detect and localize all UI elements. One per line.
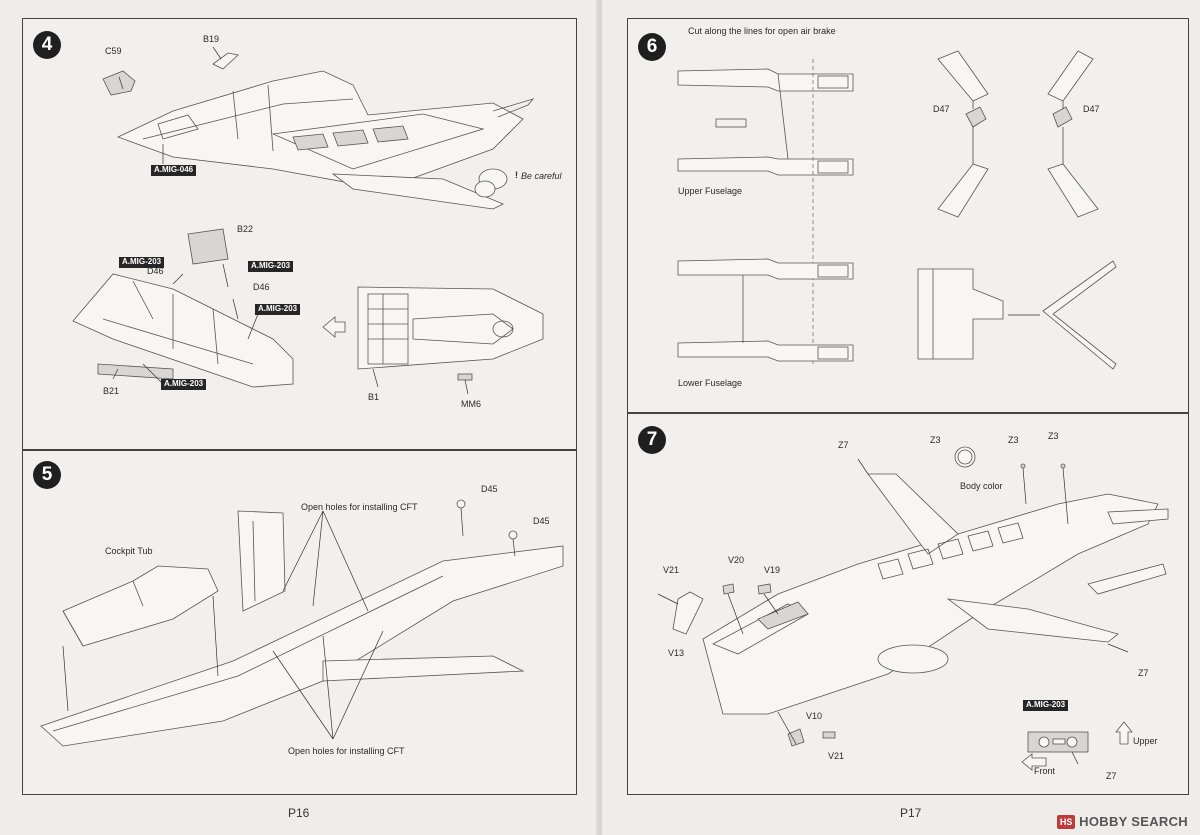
part-label-d46-b: D46: [253, 282, 270, 292]
paint-tag-mig-203-a: A.MIG-203: [119, 257, 165, 268]
hobby-search-watermark: HS HOBBY SEARCH: [1057, 814, 1188, 829]
paint-tag-mig-203-d: A.MIG-203: [161, 379, 207, 390]
paint-tag-mig-203: A.MIG-203: [1023, 700, 1069, 711]
paint-tag-mig-046: A.MIG-046: [151, 165, 197, 176]
step-4-panel: 4: [22, 18, 577, 450]
step-5-fuselage-drawing: [40, 499, 564, 747]
right-page: 6 Cut along the lines for open air brake: [602, 0, 1200, 835]
paint-tag-mig-203-c: A.MIG-203: [255, 304, 301, 315]
part-label-z7-b: Z7: [1138, 668, 1149, 678]
left-page: 4: [0, 0, 598, 835]
open-holes-label-bottom: Open holes for installing CFT: [288, 746, 405, 756]
part-label-b1: B1: [368, 392, 380, 402]
step-5-badge: 5: [33, 461, 61, 489]
part-label-mm6: MM6: [461, 399, 481, 409]
step-6-badge: 6: [638, 33, 666, 61]
front-direction-label: Front: [1034, 766, 1056, 776]
part-label-d45-a: D45: [481, 484, 498, 494]
part-label-d47-a: D47: [933, 104, 950, 114]
step-7-aircraft-drawing: [657, 446, 1169, 771]
part-label-z7-a: Z7: [838, 440, 849, 450]
open-holes-label-top: Open holes for installing CFT: [301, 502, 418, 512]
part-label-z7-c: Z7: [1106, 771, 1117, 781]
part-label-v21-b: V21: [828, 751, 845, 761]
page-number-left: P16: [288, 806, 310, 820]
part-label-d46-a: D46: [147, 266, 164, 276]
part-label-v13: V13: [668, 648, 685, 658]
be-careful-note: Be careful: [521, 171, 562, 181]
step-4-badge: 4: [33, 31, 61, 59]
part-label-d45-b: D45: [533, 516, 550, 526]
part-label-b22: B22: [237, 224, 254, 234]
cockpit-tub-label: Cockpit Tub: [105, 546, 153, 556]
step-4-fuselage-drawing: [72, 46, 544, 395]
page-number-right: P17: [900, 806, 922, 820]
part-label-v20: V20: [728, 555, 745, 565]
part-label-v21-a: V21: [663, 565, 680, 575]
part-label-v19: V19: [764, 565, 781, 575]
step-6-panel: 6 Cut along the lines for open air brake: [627, 18, 1189, 413]
body-color-label: Body color: [960, 481, 1003, 491]
upper-fuselage-label: Upper Fuselage: [678, 186, 743, 196]
part-label-z3-b: Z3: [1008, 435, 1019, 445]
part-label-d47-b: D47: [1083, 104, 1100, 114]
lower-fuselage-label: Lower Fuselage: [678, 378, 743, 388]
step-5-panel: 5 Cockpit: [22, 450, 577, 795]
hobby-search-logo: HS: [1057, 814, 1076, 829]
part-label-z3-c: Z3: [1048, 431, 1059, 441]
paint-tag-mig-203-b: A.MIG-203: [248, 261, 294, 272]
part-label-b19: B19: [203, 34, 220, 44]
step-6-instruction: Cut along the lines for open air brake: [688, 26, 836, 36]
step-7-panel: 7: [627, 413, 1189, 795]
part-label-b21: B21: [103, 386, 120, 396]
part-label-v10: V10: [806, 711, 823, 721]
step-6-airbrake-drawing: [677, 50, 1117, 370]
part-label-z3-a: Z3: [930, 435, 941, 445]
hobby-search-text: HOBBY SEARCH: [1079, 814, 1188, 829]
page-gutter: [596, 0, 604, 835]
note-mark: !: [515, 170, 518, 180]
part-label-c59: C59: [105, 46, 122, 56]
upper-direction-label: Upper: [1133, 736, 1158, 746]
step-7-badge: 7: [638, 426, 666, 454]
